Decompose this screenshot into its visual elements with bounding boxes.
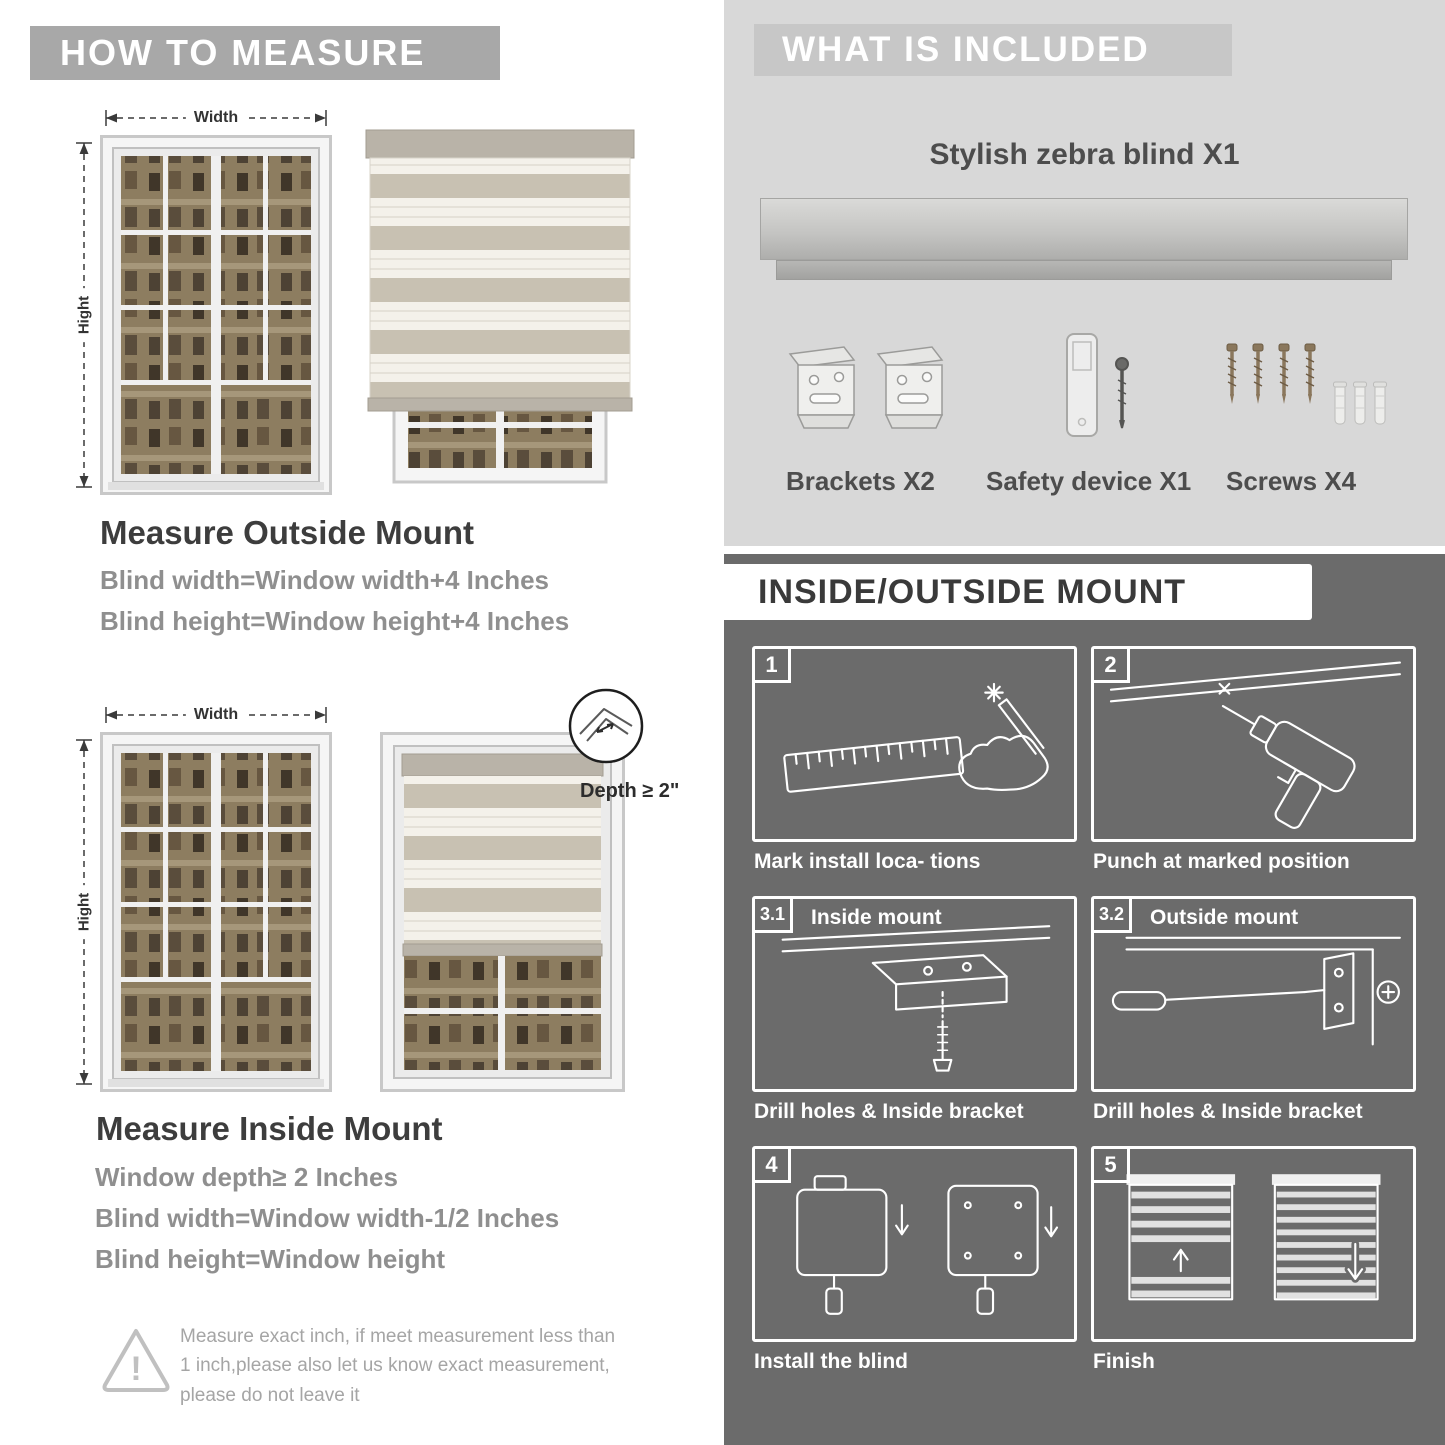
mount-step-4: 4: [752, 1146, 1077, 1374]
brackets-label: Brackets X2: [786, 466, 935, 496]
height-label-2: Hight: [75, 884, 93, 940]
blind-cassette-lip: [776, 260, 1392, 280]
step-1-panel: 1: [752, 646, 1077, 842]
brackets-icon: [782, 332, 952, 452]
finish-illustration: [1126, 1174, 1381, 1301]
mount-steps-grid: 1 Mark install loca- tions: [752, 646, 1416, 1374]
outside-width-formula: Blind width=Window width+4 Inches: [100, 565, 549, 595]
depth-magnifier-icon: [566, 686, 646, 766]
step-3-2-caption: Drill holes & Inside bracket: [1093, 1100, 1363, 1123]
mount-instructions-section: INSIDE/OUTSIDE MOUNT 1: [724, 554, 1445, 1445]
width-arrow: Width: [102, 108, 330, 128]
inside-mount-title: Measure Inside Mount: [96, 1110, 443, 1147]
height-arrow-line-2: [76, 739, 92, 1085]
step-2-number: 2: [1094, 649, 1130, 683]
screws-label: Screws X4: [1226, 466, 1357, 496]
height-label: Hight: [75, 287, 93, 343]
width-label: Width: [185, 109, 247, 127]
height-arrow-2: Hight: [74, 736, 94, 1088]
width-arrow-2: Width: [102, 705, 330, 725]
height-arrow-line: [76, 142, 92, 488]
what-is-included-header: WHAT IS INCLUDED: [754, 24, 1232, 76]
depth-requirement-label: Depth ≥ 2": [580, 780, 680, 802]
warning-exclamation: !: [130, 1350, 141, 1388]
inside-width-formula: Blind width=Window width-1/2 Inches: [95, 1203, 560, 1233]
step-5-number: 5: [1094, 1149, 1130, 1183]
blind-inside-mount-illustration: [380, 732, 625, 1092]
step-3-1-panel: 3.1 Inside mount: [752, 896, 1077, 1092]
warning-icon: !: [100, 1324, 172, 1396]
height-arrow: Hight: [74, 139, 94, 491]
mark-locations-illustration: [783, 682, 1049, 793]
safety-device-label: Safety device X1: [986, 466, 1192, 496]
step-4-caption: Install the blind: [754, 1350, 909, 1373]
step-4-panel: 4: [752, 1146, 1077, 1342]
what-is-included-section: WHAT IS INCLUDED Stylish zebra blind X1: [724, 0, 1445, 546]
window-illustration-outside: [100, 135, 332, 495]
drill-illustration: [1109, 661, 1401, 829]
step-2-panel: 2: [1091, 646, 1416, 842]
step-3-2-panel: 3.2 Outside mount: [1091, 896, 1416, 1092]
outside-bracket-illustration: [1111, 936, 1401, 1046]
outside-height-formula: Blind height=Window height+4 Inches: [100, 606, 570, 636]
step-1-number: 1: [755, 649, 791, 683]
product-label: Stylish zebra blind X1: [929, 138, 1240, 171]
mount-step-1: 1 Mark install loca- tions: [752, 646, 1077, 874]
measurement-warning-text: Measure exact inch, if meet measurement …: [180, 1326, 616, 1406]
blind-outside-mount-illustration: [360, 122, 640, 492]
step-2-caption: Punch at marked position: [1093, 850, 1350, 873]
safety-device-icon: [1042, 328, 1152, 458]
outside-mount-title: Measure Outside Mount: [100, 514, 475, 551]
step-5-panel: 5: [1091, 1146, 1416, 1342]
step-3-1-number: 3.1: [755, 899, 794, 933]
inside-depth-formula: Window depth≥ 2 Inches: [95, 1162, 398, 1192]
mount-step-2: 2 Punch: [1091, 646, 1416, 874]
inside-bracket-illustration: [781, 925, 1051, 1072]
mount-section-header: INSIDE/OUTSIDE MOUNT: [724, 564, 1312, 620]
mount-step-3-1: 3.1 Inside mount: [752, 896, 1077, 1124]
window-illustration-inside: [100, 732, 332, 1092]
blind-cassette-image: [760, 198, 1408, 260]
step-5-caption: Finish: [1093, 1350, 1155, 1373]
step-3-2-number: 3.2: [1094, 899, 1133, 933]
width-label-2: Width: [185, 706, 247, 724]
step-3-1-caption: Drill holes & Inside bracket: [754, 1100, 1024, 1123]
step-1-caption: Mark install loca- tions: [754, 850, 981, 873]
install-blind-illustration: [796, 1175, 1059, 1315]
inside-height-formula: Blind height=Window height: [95, 1244, 445, 1274]
mount-step-3-2: 3.2 Outside mount: [1091, 896, 1416, 1124]
step-4-number: 4: [755, 1149, 791, 1183]
mount-step-5: 5: [1091, 1146, 1416, 1374]
step-3-2-title: Outside mount: [1150, 906, 1299, 929]
step-3-1-title: Inside mount: [811, 906, 942, 929]
screws-icon: [1216, 336, 1392, 456]
how-to-measure-header: HOW TO MEASURE: [30, 26, 500, 80]
